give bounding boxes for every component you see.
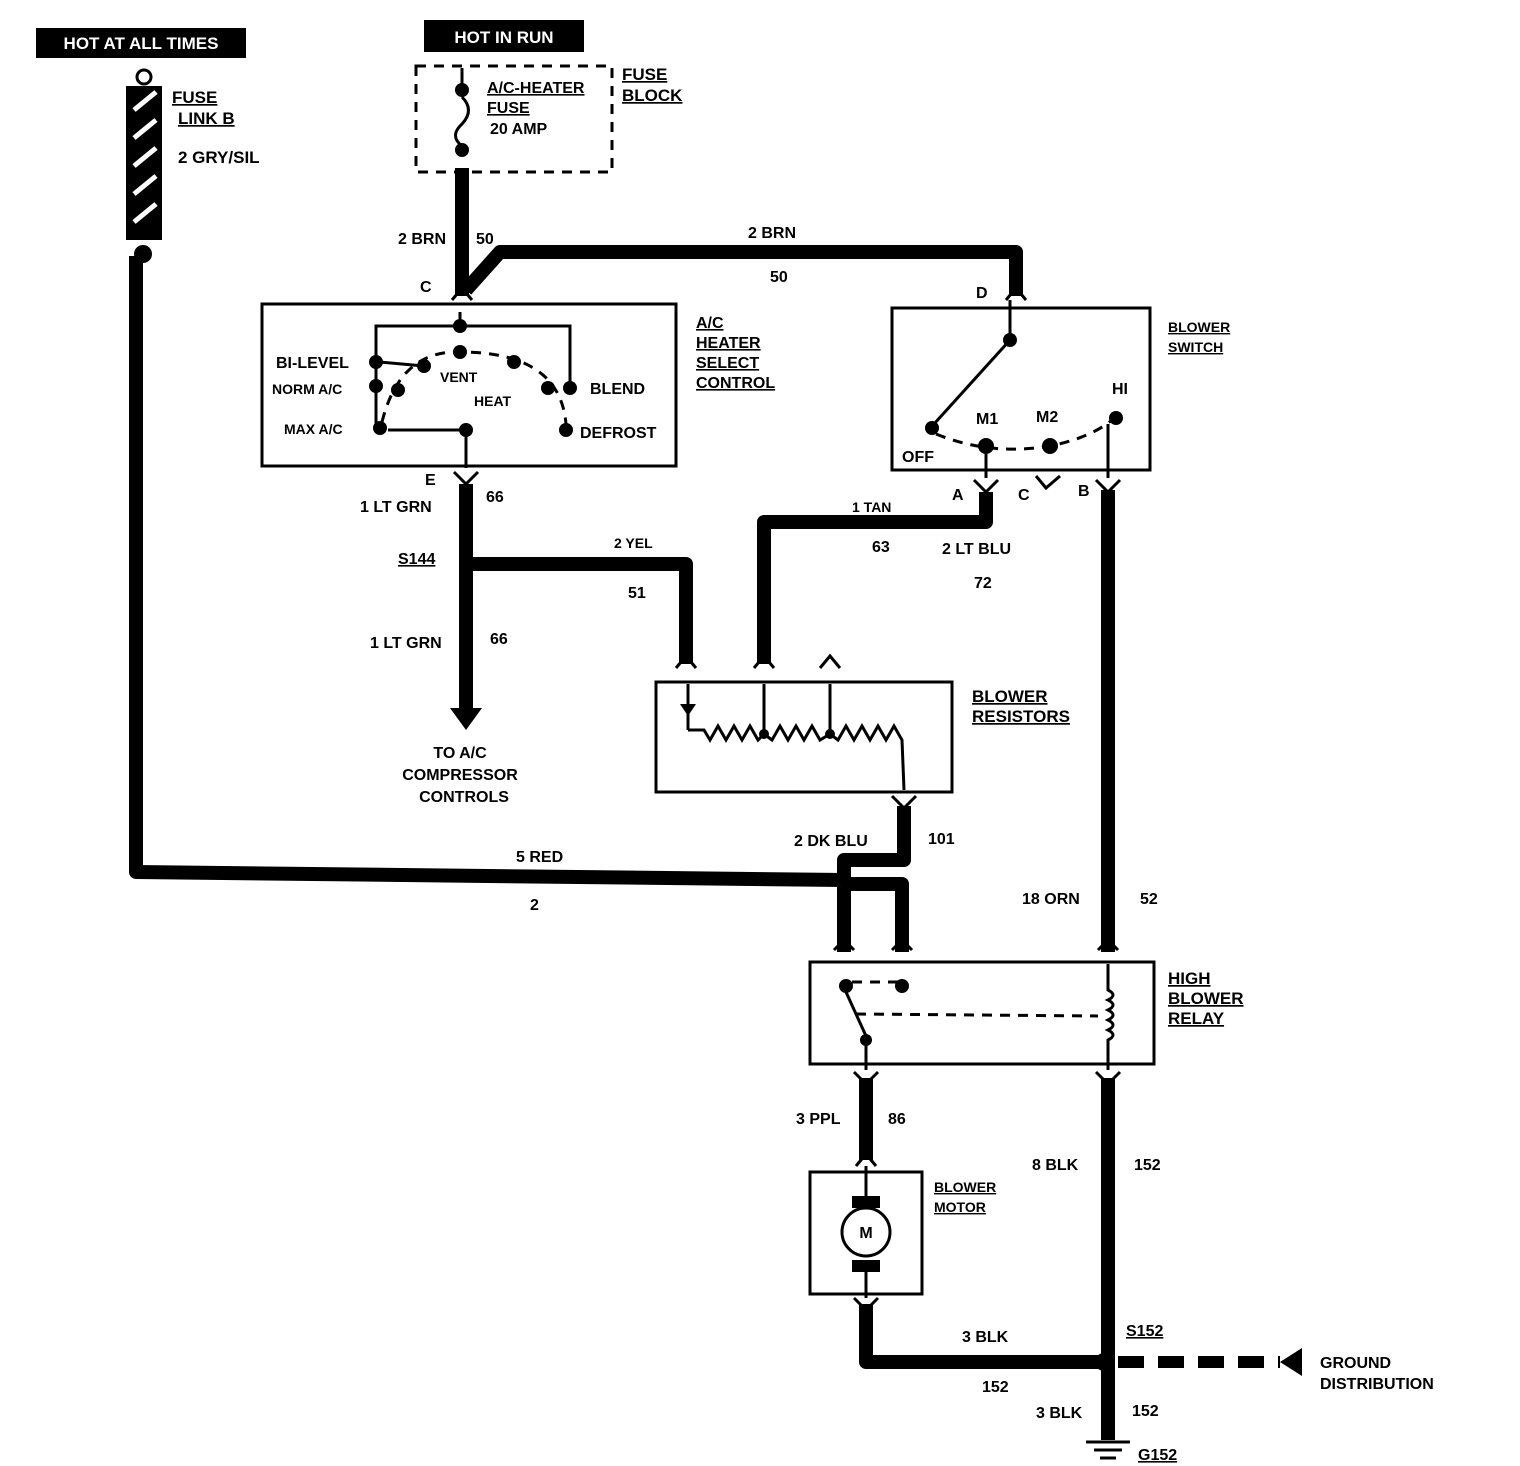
ground-g152: G152 [1138, 1447, 1177, 1464]
ground-dist-line-1: GROUND [1320, 1355, 1391, 1372]
fuse-block-title-1: FUSE [622, 65, 667, 84]
heat-label: HEAT [474, 393, 512, 409]
wire-yel: 2 YEL [614, 535, 653, 551]
wire-blk3a-num: 152 [982, 1379, 1009, 1396]
fuse-name-2: FUSE [487, 100, 530, 117]
fuse-rating: 20 AMP [490, 121, 548, 138]
fuse-link-wire-label: 2 GRY/SIL [178, 148, 260, 167]
hot-at-all-times-tag: HOT AT ALL TIMES [36, 28, 246, 58]
wire-red-num: 2 [530, 897, 539, 914]
select-control-title-4: CONTROL [696, 375, 775, 392]
high-blower-relay [808, 960, 1156, 1070]
motor-title-1: BLOWER [934, 1179, 996, 1195]
wire-dkblu-num: 101 [928, 831, 955, 848]
connectors [450, 285, 1122, 1313]
wire-ppl: 3 PPL [796, 1111, 841, 1128]
wire-brn-top-num: 50 [770, 269, 788, 286]
vent-label: VENT [440, 369, 478, 385]
select-pin-e: E [425, 472, 436, 489]
relay-title-2: BLOWER [1168, 989, 1244, 1008]
blower-resistors [654, 680, 954, 794]
compressor-line-1: TO A/C [433, 745, 487, 762]
select-control-title-1: A/C [696, 315, 724, 332]
blower-motor [808, 1166, 924, 1298]
wire-ltblu: 2 LT BLU [942, 541, 1011, 558]
wire-ltgrn-1: 1 LT GRN [360, 499, 432, 516]
off-label: OFF [902, 449, 934, 466]
wire-ltblu-num: 72 [974, 575, 992, 592]
wire-tan: 1 TAN [852, 499, 891, 515]
compressor-line-3: CONTROLS [419, 789, 509, 806]
wire-brn-left-num: 50 [476, 231, 494, 248]
switch-pin-b: B [1078, 483, 1090, 500]
motor-title-2: MOTOR [934, 1199, 986, 1215]
wire-orn-num: 52 [1140, 891, 1158, 908]
ground-symbols [1086, 1348, 1302, 1460]
wire-brn-left: 2 BRN [398, 231, 446, 248]
blend-label: BLEND [590, 381, 645, 398]
wire-brn-top: 2 BRN [748, 225, 796, 242]
motor-symbol: M [859, 1225, 872, 1242]
select-control-title-2: HEATER [696, 335, 761, 352]
splice-s152: S152 [1126, 1323, 1163, 1340]
wire-blk8: 8 BLK [1032, 1157, 1079, 1174]
select-control-title-3: SELECT [696, 355, 759, 372]
max-ac-label: MAX A/C [284, 421, 343, 437]
wire-blk3b-num: 152 [1132, 1403, 1159, 1420]
hot-in-run-tag: HOT IN RUN [424, 20, 584, 52]
wires [129, 168, 1115, 1440]
compressor-line-2: COMPRESSOR [402, 767, 518, 784]
wire-ppl-num: 86 [888, 1111, 906, 1128]
wire-blk8-num: 152 [1134, 1157, 1161, 1174]
fuse-block-title-2: BLOCK [622, 86, 683, 105]
relay-title-3: RELAY [1168, 1009, 1225, 1028]
blower-switch-title-1: BLOWER [1168, 319, 1230, 335]
fuse-link-title-2: LINK B [178, 109, 235, 128]
resistors-title-1: BLOWER [972, 687, 1048, 706]
fuse-link-b [126, 68, 162, 263]
blower-switch-title-2: SWITCH [1168, 339, 1223, 355]
fuse-name-1: A/C-HEATER [487, 80, 585, 97]
defrost-label: DEFROST [580, 425, 657, 442]
wire-blk3a: 3 BLK [962, 1329, 1009, 1346]
wire-tan-num: 63 [872, 539, 890, 556]
wire-ltgrn-2-num: 66 [490, 631, 508, 648]
wire-ltgrn-2: 1 LT GRN [370, 635, 442, 652]
wire-red: 5 RED [516, 849, 563, 866]
ac-heater-select-control [260, 302, 678, 468]
wire-blk3b: 3 BLK [1036, 1405, 1083, 1422]
ground-dist-line-2: DISTRIBUTION [1320, 1376, 1434, 1393]
select-pin-c: C [420, 279, 432, 296]
resistors-title-2: RESISTORS [972, 707, 1070, 726]
norm-ac-label: NORM A/C [272, 381, 342, 397]
fuse-block [414, 64, 614, 174]
fuse-link-title-1: FUSE [172, 88, 217, 107]
relay-title-1: HIGH [1168, 969, 1211, 988]
m1-label: M1 [976, 411, 998, 428]
bi-level-label: BI-LEVEL [276, 355, 349, 372]
hi-label: HI [1112, 381, 1128, 398]
hot-at-all-times-label: HOT AT ALL TIMES [64, 34, 219, 53]
blower-switch [890, 300, 1152, 478]
wire-dkblu: 2 DK BLU [794, 833, 868, 850]
hot-in-run-label: HOT IN RUN [454, 28, 553, 47]
m2-label: M2 [1036, 409, 1058, 426]
wire-ltgrn-1-num: 66 [486, 489, 504, 506]
wire-orn: 18 ORN [1022, 891, 1080, 908]
switch-pin-d: D [976, 285, 988, 302]
splice-s144: S144 [398, 551, 435, 568]
switch-pin-a: A [952, 487, 964, 504]
wire-yel-num: 51 [628, 585, 646, 602]
switch-pin-c: C [1018, 487, 1030, 504]
